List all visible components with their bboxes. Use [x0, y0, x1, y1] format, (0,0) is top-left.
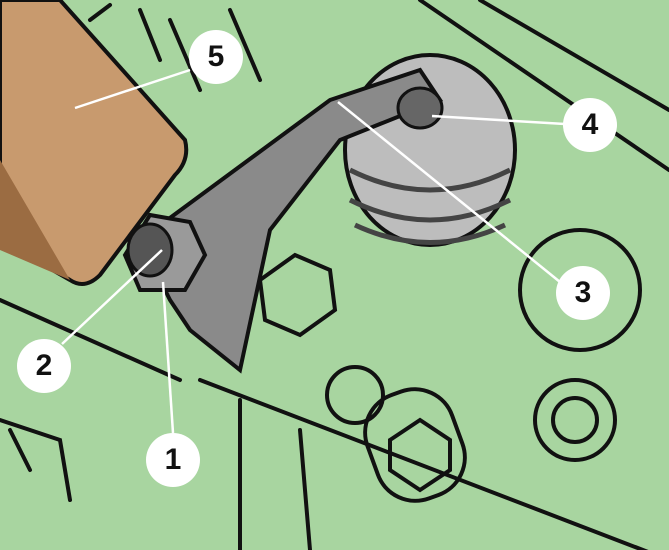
callout-1: 1	[146, 433, 200, 487]
rocker-arm	[137, 67, 444, 374]
callout-3: 3	[556, 266, 610, 320]
leader-lines	[61, 68, 566, 434]
adjusting-nut	[122, 212, 208, 292]
feeler-tool	[0, 0, 189, 286]
callout-4: 4	[563, 98, 617, 152]
callout-5: 5	[189, 30, 243, 84]
callout-2: 2	[17, 339, 71, 393]
